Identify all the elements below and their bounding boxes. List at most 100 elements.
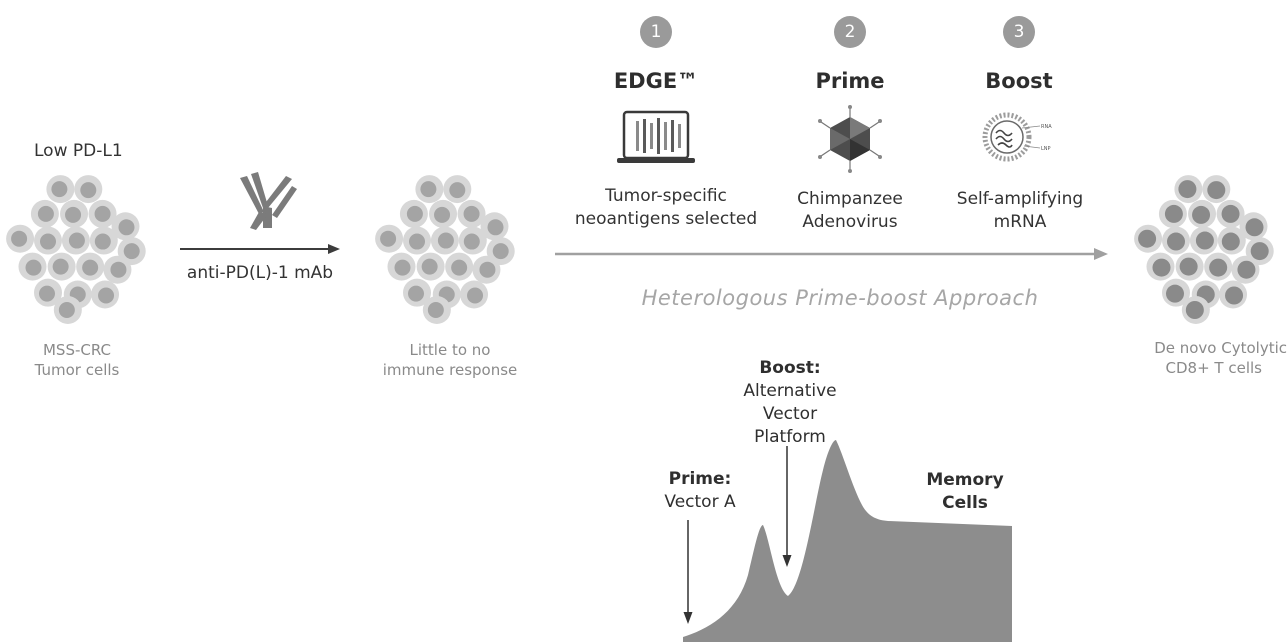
laptop-icon <box>617 110 695 163</box>
adenovirus-icon <box>818 105 882 173</box>
cell-nucleus <box>80 182 97 199</box>
lnp-tag: LNP <box>1041 146 1051 152</box>
sequence-bar <box>657 118 660 154</box>
step-3-number: 3 <box>1003 16 1035 48</box>
cell-nucleus <box>437 232 454 249</box>
cell-nucleus <box>98 287 115 304</box>
mss-crc-label-line1: MSS-CRC <box>42 341 112 359</box>
antibody-icon <box>240 172 297 230</box>
memory-label-line2: Cells <box>942 493 988 513</box>
step-3-desc-line2: mRNA <box>993 212 1047 232</box>
cell-nucleus <box>434 206 451 223</box>
sequence-bar <box>664 122 667 150</box>
cell-nucleus <box>421 258 438 275</box>
mss-crc-cell-cluster <box>6 175 146 324</box>
cell-nucleus <box>394 259 411 276</box>
cell-nucleus <box>427 302 444 318</box>
step-2-desc-line1: Chimpanzee <box>797 189 903 209</box>
step-2-desc-line2: Adenovirus <box>802 212 898 232</box>
step-1-desc-line2: neoantigens selected <box>574 209 758 229</box>
result-label-line2: CD8+ T cells <box>1165 359 1262 377</box>
cell-nucleus <box>408 285 424 302</box>
step-3-desc-line1: Self-amplifying <box>956 189 1084 209</box>
cell-nucleus <box>94 233 111 250</box>
prime-sub: Vector A <box>664 492 736 512</box>
cell-nucleus <box>487 219 504 236</box>
cell-nucleus <box>39 285 55 302</box>
step-1-title: EDGE™ <box>613 69 699 93</box>
cell-nucleus <box>1209 258 1228 277</box>
cell-nucleus <box>1178 180 1197 199</box>
cell-nucleus <box>51 181 68 198</box>
cell-nucleus <box>1221 204 1240 223</box>
cell-nucleus <box>123 243 140 260</box>
low-pdl1-label: Low PD-L1 <box>34 141 123 161</box>
cell-nucleus <box>58 302 75 318</box>
boost-arrow <box>782 446 792 567</box>
step-1-number: 1 <box>640 16 672 48</box>
cell-nucleus <box>449 182 466 199</box>
result-label-line1: De novo Cytolytic <box>1154 339 1287 357</box>
cell-nucleus <box>479 261 496 278</box>
memory-label-line1: Memory <box>926 470 1004 490</box>
cell-nucleus <box>65 206 82 223</box>
heterologous-approach-label: Heterologous Prime-boost Approach <box>641 286 1039 310</box>
step-2-title: Prime <box>815 69 885 93</box>
little-response-line1: Little to no <box>409 341 491 359</box>
boost-sub-1: Alternative <box>743 381 837 401</box>
cell-nucleus <box>1250 242 1269 261</box>
cell-nucleus <box>1185 301 1204 319</box>
cell-nucleus <box>1138 229 1157 248</box>
cell-nucleus <box>1164 204 1183 223</box>
non-responsive-cell-cluster <box>375 175 515 324</box>
cell-nucleus <box>406 205 423 222</box>
cell-nucleus <box>380 230 397 247</box>
cell-nucleus <box>1195 231 1214 250</box>
approach-arrow <box>555 248 1108 260</box>
cell-nucleus <box>492 243 509 260</box>
cell-nucleus <box>25 259 42 276</box>
cell-nucleus <box>1245 218 1264 237</box>
boost-sub-3: Platform <box>754 427 826 447</box>
cell-nucleus <box>118 219 135 236</box>
sequence-bar <box>650 123 653 149</box>
cell-nucleus <box>1225 286 1244 305</box>
mss-crc-label-line2: Tumor cells <box>34 361 120 379</box>
immune-response-curve <box>683 440 1012 642</box>
sequence-bar <box>636 121 639 151</box>
antibody-label: anti-PD(L)-1 mAb <box>186 263 334 283</box>
cell-nucleus <box>11 230 28 247</box>
step-1-desc-line1: Tumor-specific <box>605 186 727 206</box>
cell-nucleus <box>467 287 484 304</box>
antibody-treatment-arrow <box>180 244 340 254</box>
cell-nucleus <box>110 261 127 278</box>
cell-nucleus <box>1152 258 1171 277</box>
rna-tag: RNA <box>1041 124 1052 130</box>
cell-nucleus <box>1179 257 1198 276</box>
cell-nucleus <box>1221 232 1240 251</box>
cell-nucleus <box>52 258 69 275</box>
cell-nucleus <box>37 205 54 222</box>
boost-label: Boost: <box>759 358 821 378</box>
cell-nucleus <box>463 205 480 222</box>
boost-sub-2: Vector <box>762 404 818 424</box>
prime-label: Prime: <box>668 469 732 489</box>
cell-nucleus <box>1167 232 1185 251</box>
cell-nucleus <box>1207 181 1226 200</box>
cell-nucleus <box>94 205 111 222</box>
lnp-mrna-icon: RNA LNP <box>982 112 1052 162</box>
cell-nucleus <box>82 259 99 276</box>
sequence-bar <box>671 120 674 152</box>
cell-nucleus <box>409 233 425 250</box>
cell-nucleus <box>1237 260 1256 279</box>
cell-nucleus <box>40 233 56 250</box>
sequence-bar <box>678 124 681 148</box>
step-3-title: Boost <box>985 69 1053 93</box>
sequence-bar <box>643 119 646 153</box>
cell-nucleus <box>1166 284 1184 303</box>
cytolytic-cell-cluster <box>1134 175 1274 324</box>
cell-nucleus <box>420 181 437 198</box>
cell-nucleus <box>1192 205 1211 224</box>
prime-arrow <box>683 520 693 624</box>
